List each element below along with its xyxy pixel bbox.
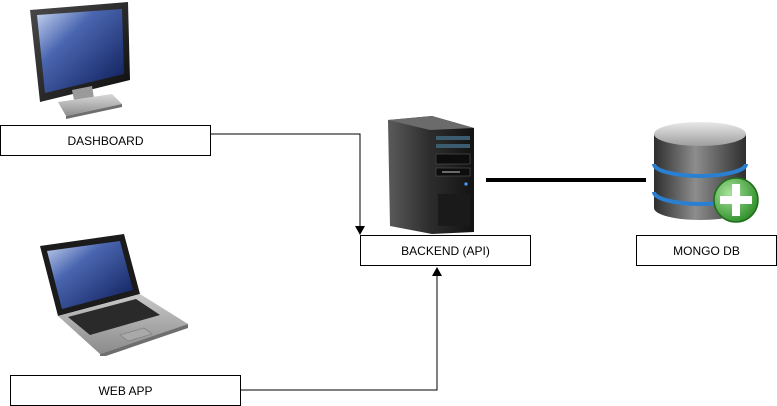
edge-dashboard-to-backend	[210, 133, 365, 235]
desktop-monitor-icon	[26, 2, 134, 120]
backend-label: BACKEND (API)	[401, 243, 490, 258]
web-app-label: WEB APP	[98, 383, 153, 398]
database-add-icon	[650, 118, 762, 230]
backend-node[interactable]: BACKEND (API)	[360, 235, 531, 266]
edge-webapp-to-backend	[240, 267, 442, 391]
dashboard-node[interactable]: DASHBOARD	[0, 125, 211, 156]
database-label: MONGO DB	[673, 243, 740, 258]
laptop-icon	[36, 232, 190, 356]
database-node[interactable]: MONGO DB	[636, 235, 777, 266]
dashboard-label: DASHBOARD	[67, 133, 144, 148]
web-app-node[interactable]: WEB APP	[10, 375, 241, 406]
server-tower-icon	[386, 114, 476, 236]
